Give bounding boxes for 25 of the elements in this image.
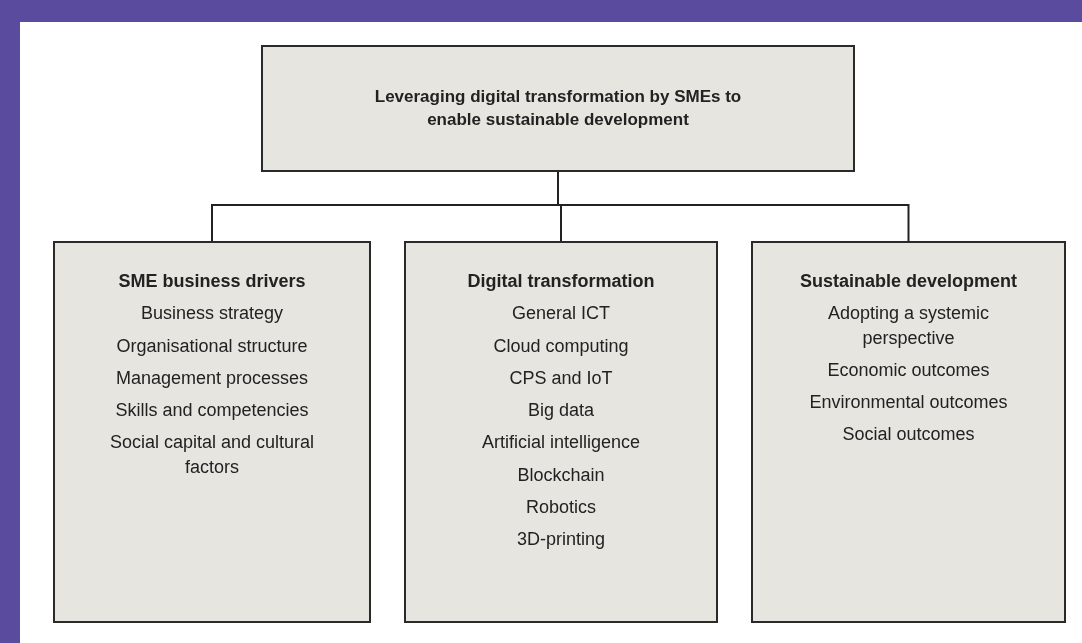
heading-text: SME business drivers [118,270,306,293]
heading-text: Digital transformation [467,270,655,293]
category-box [404,241,718,623]
item-text: Blockchain [517,463,605,487]
item-text: Social capital and cultural factors [108,431,316,479]
item-text: Management processes [115,366,309,390]
item-text: Social outcomes [842,423,975,447]
item-text: Environmental outcomes [809,391,1008,415]
category-box [751,241,1066,623]
item-text: Big data [527,399,595,423]
item-text: CPS and IoT [509,366,613,390]
heading-text: Sustainable development [799,270,1018,293]
title-text: Leveraging digital transformation by SMEs to enable sustainable development [373,85,743,131]
item-text: Organisational structure [116,334,308,358]
category-box [53,241,371,623]
item-text: Robotics [526,496,596,520]
item-text: 3D-printing [516,528,605,552]
title-box [261,45,855,172]
item-text: Artificial intelligence [481,431,641,455]
item-text: Cloud computing [493,334,629,358]
item-text: General ICT [511,302,610,326]
item-text: Business strategy [140,302,284,326]
item-text: Economic outcomes [827,358,990,382]
item-text: Skills and competencies [115,399,309,423]
item-text: Adopting a systemic perspective [826,302,991,350]
